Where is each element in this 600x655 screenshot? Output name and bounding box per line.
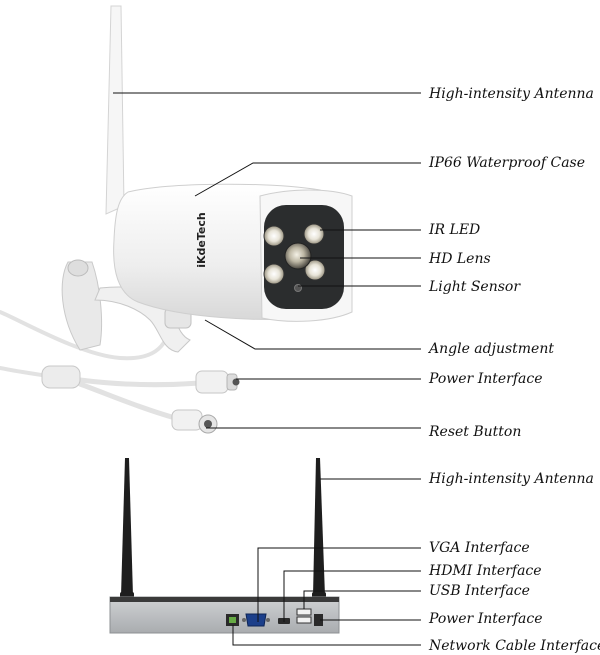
- label-camera-power: Power Interface: [429, 371, 543, 387]
- label-reset-button: Reset Button: [429, 424, 522, 440]
- label-ir-led: IR LED: [429, 222, 481, 238]
- label-hdmi-interface: HDMI Interface: [429, 563, 542, 579]
- nvr-antenna-left: [121, 458, 133, 596]
- label-waterproof-case: IP66 Waterproof Case: [429, 155, 586, 171]
- ir-led-icon: [304, 259, 326, 281]
- camera-illustration: iKdeTech: [0, 5, 353, 434]
- camera-antenna: [105, 5, 125, 215]
- power-port-icon: [314, 614, 323, 626]
- cable-junction: [41, 365, 81, 389]
- label-camera-antenna: High-intensity Antenna: [429, 86, 594, 102]
- label-angle-adjustment: Angle adjustment: [429, 341, 554, 357]
- nvr-antenna-right: [313, 458, 325, 596]
- leader-lines: [113, 92, 421, 646]
- ir-led-icon: [303, 223, 325, 245]
- network-port-icon: [226, 614, 239, 626]
- camera-reset-connector: [171, 409, 218, 434]
- label-nvr-antenna: High-intensity Antenna: [429, 471, 594, 487]
- ir-led-icon: [263, 225, 285, 247]
- label-light-sensor: Light Sensor: [429, 279, 521, 295]
- label-nvr-power: Power Interface: [429, 611, 543, 627]
- camera-cables: [0, 310, 203, 421]
- camera-brand-logo: iKdeTech: [195, 212, 208, 267]
- nvr-illustration: [109, 458, 340, 634]
- label-hd-lens: HD Lens: [429, 251, 491, 267]
- label-vga-interface: VGA Interface: [429, 540, 530, 556]
- vga-port-icon: [242, 613, 270, 627]
- ir-led-icon: [263, 263, 285, 285]
- label-network-cable: Network Cable Interface: [429, 638, 600, 654]
- hd-lens-icon: [284, 242, 312, 270]
- label-usb-interface: USB Interface: [429, 583, 530, 599]
- camera-power-connector: [195, 370, 240, 394]
